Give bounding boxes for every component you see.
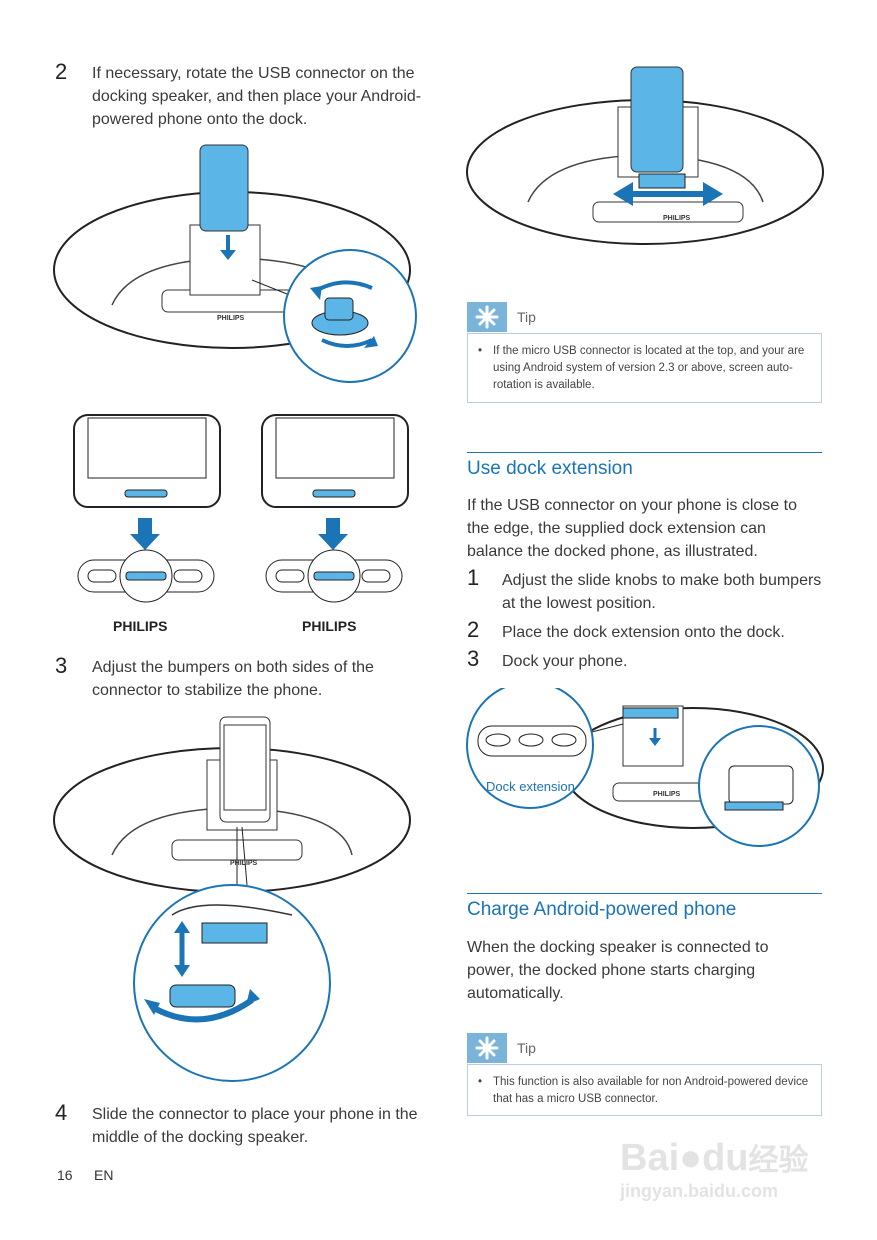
tip-label: Tip: [517, 1040, 536, 1056]
section-intro: If the USB connector on your phone is cl…: [467, 497, 797, 560]
step-number: 2: [55, 59, 68, 84]
section-title: Use dock extension: [467, 458, 633, 479]
brand-label-right: PHILIPS: [302, 618, 357, 634]
dock-ext-step-1: 1 Adjust the slide knobs to make both bu…: [467, 565, 822, 615]
watermark-url: jingyan.baidu.com: [620, 1181, 779, 1201]
brand-label-left: PHILIPS: [113, 618, 168, 634]
language-code: EN: [94, 1167, 114, 1183]
svg-text:PHILIPS: PHILIPS: [653, 791, 681, 798]
bumper-adjust-illustration: PHILIPS: [52, 715, 417, 1085]
dock-ext-step-2: 2 Place the dock extension onto the dock…: [467, 617, 822, 644]
bullet: •: [478, 1076, 483, 1088]
step-3: 3 Adjust the bumpers on both sides of th…: [55, 653, 415, 706]
section-divider: [467, 893, 822, 894]
step-number: 3: [467, 646, 480, 671]
watermark-text: du: [702, 1137, 749, 1179]
page-number: 16: [57, 1167, 73, 1183]
tip-text: This function is also available for non …: [493, 1076, 809, 1105]
tip-box-1: • If the micro USB connector is located …: [467, 333, 822, 403]
baidu-watermark: Bai●du经验 jingyan.baidu.com: [620, 1135, 830, 1205]
step-text: Slide the connector to place your phone …: [92, 1106, 418, 1146]
step-text: If necessary, rotate the USB connector o…: [92, 65, 422, 128]
step-text: Adjust the bumpers on both sides of the …: [92, 659, 374, 699]
tip-box-2: • This function is also available for no…: [467, 1064, 822, 1116]
dock-extension-illustration: PHILIPS: [463, 688, 828, 853]
step-text: Place the dock extension onto the dock.: [502, 624, 785, 641]
svg-text:PHILIPS: PHILIPS: [663, 215, 691, 222]
section-title: Charge Android-powered phone: [467, 899, 737, 920]
section-divider: [467, 452, 822, 453]
tip-header-2: Tip: [467, 1033, 822, 1063]
step-2: 2 If necessary, rotate the USB connector…: [55, 59, 421, 132]
step-text: Dock your phone.: [502, 653, 628, 670]
tip-text: If the micro USB connector is located at…: [493, 345, 805, 391]
tip-asterisk-icon: [467, 1033, 507, 1063]
step-text: Adjust the slide knobs to make both bump…: [502, 572, 822, 612]
tip-label: Tip: [517, 309, 536, 325]
section-intro: When the docking speaker is connected to…: [467, 939, 769, 1002]
watermark-text: Bai: [620, 1137, 680, 1179]
dock-ext-step-3: 3 Dock your phone.: [467, 646, 822, 673]
step-number: 1: [467, 565, 480, 590]
step-number: 4: [55, 1100, 68, 1125]
step-number: 2: [467, 617, 480, 642]
dock-extension-label: Dock extension: [486, 779, 575, 794]
slide-connector-illustration: PHILIPS: [463, 62, 828, 252]
dock-rotate-illustration: PHILIPS: [52, 140, 417, 390]
tip-asterisk-icon: [467, 302, 507, 332]
svg-text:PHILIPS: PHILIPS: [230, 860, 258, 867]
connector-alignment-illustration: [70, 410, 415, 640]
bullet: •: [478, 345, 483, 357]
svg-text:PHILIPS: PHILIPS: [217, 315, 245, 322]
step-4: 4 Slide the connector to place your phon…: [55, 1100, 418, 1153]
watermark-paw-icon: ●: [679, 1137, 703, 1179]
step-number: 3: [55, 653, 68, 678]
tip-header-1: Tip: [467, 302, 822, 332]
watermark-text: 经验: [748, 1144, 809, 1177]
